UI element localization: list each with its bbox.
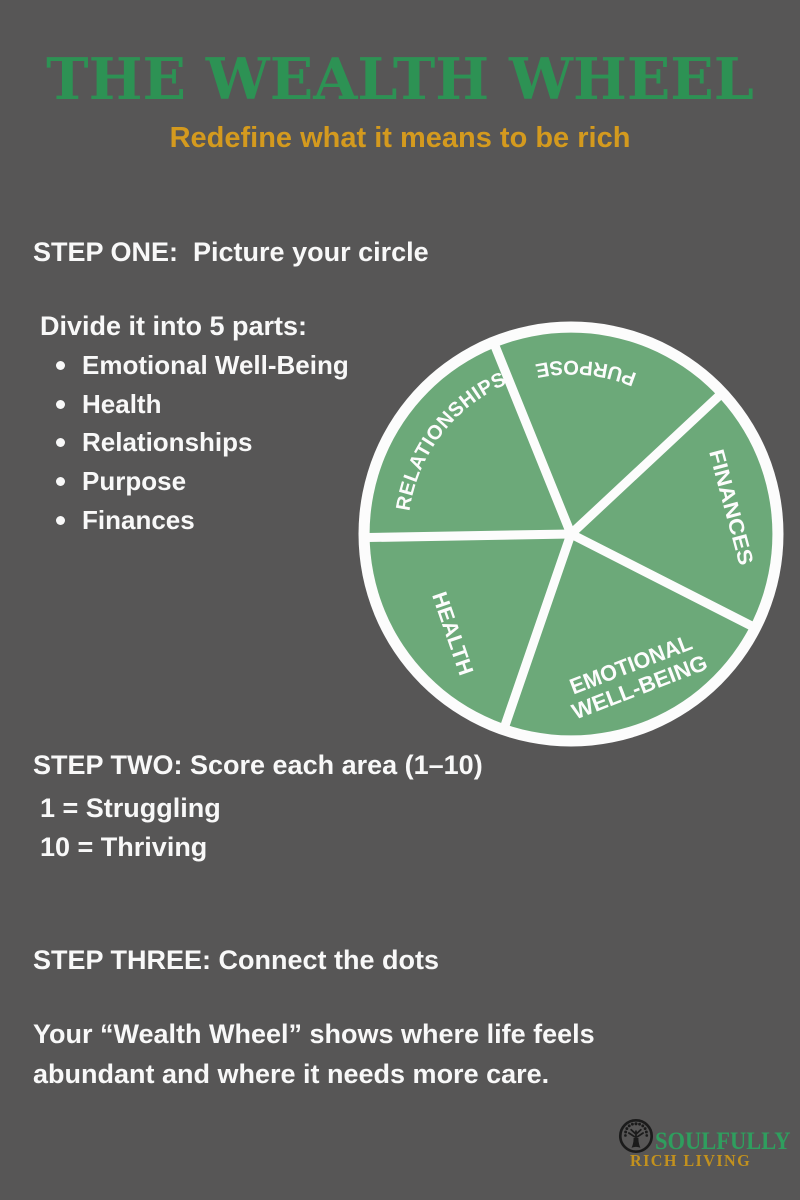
tree-canopy-dots <box>624 1122 649 1137</box>
wheel-divider <box>363 529 576 543</box>
closing-line-1: Your “Wealth Wheel” shows where life fee… <box>33 1019 595 1049</box>
wheel-divider <box>566 529 757 631</box>
wheel-divider <box>500 529 576 731</box>
list-item: Emotional Well-Being <box>56 348 349 387</box>
brand-name-secondary: RICH LIVING <box>630 1151 752 1170</box>
closing-description: Your “Wealth Wheel” shows where life fee… <box>33 1014 595 1094</box>
wheel-divider <box>566 390 725 539</box>
part-label: Finances <box>82 504 195 535</box>
brand-name-primary: SOULFULLY <box>655 1128 791 1155</box>
part-label: Purpose <box>82 466 187 497</box>
list-item: Finances <box>56 503 349 542</box>
part-label: Emotional Well-Being <box>82 350 349 380</box>
bullet-dot-icon <box>56 399 65 409</box>
bullet-dot-icon <box>56 361 65 370</box>
page-title: THE WEALTH WHEEL <box>46 46 754 113</box>
list-item: Relationships <box>56 425 349 464</box>
wheel-dividers <box>363 340 757 731</box>
part-label: Relationships <box>82 427 253 458</box>
step-two-heading: STEP TWO: Score each area (1–10) <box>33 750 483 780</box>
wealth-wheel-diagram: PURPOSE RELATIONSHIPS FINANCES HEALTH EM… <box>358 321 784 747</box>
part-label: Health <box>82 388 162 419</box>
bullet-dot-icon <box>56 477 65 487</box>
scale-min-label: 1 = Struggling <box>40 793 221 823</box>
step-three-heading: STEP THREE: Connect the dots <box>33 945 440 975</box>
tree-icon <box>618 1118 654 1154</box>
divide-instruction: Divide it into 5 parts: <box>40 311 308 341</box>
page-subtitle: Redefine what it means to be rich <box>169 122 631 154</box>
parts-list: Emotional Well-Being Health Relationship… <box>56 348 349 541</box>
list-item: Purpose <box>56 464 349 503</box>
scale-max-label: 10 = Thriving <box>40 832 208 862</box>
step-one-heading: STEP ONE: Picture your circle <box>33 237 429 267</box>
wheel-divider <box>490 340 576 539</box>
list-item: Health <box>56 387 349 426</box>
bullet-dot-icon <box>56 438 65 448</box>
bullet-dot-icon <box>56 515 65 525</box>
closing-line-2: abundant and where it needs more care. <box>33 1059 550 1089</box>
